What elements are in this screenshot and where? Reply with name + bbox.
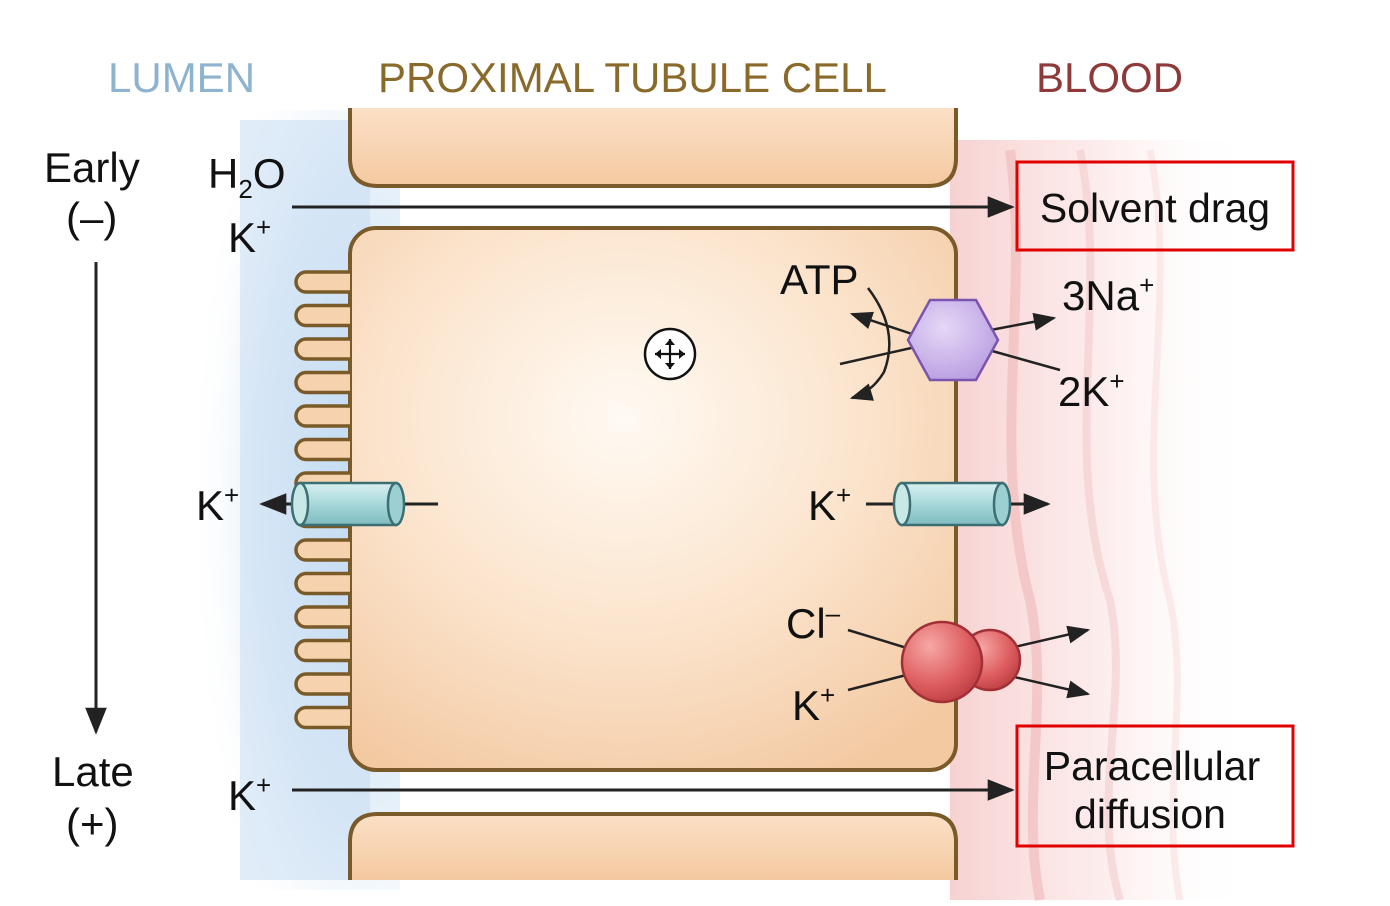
label-chloride: Cl–	[786, 598, 841, 647]
label-potassium-in: 2K+	[1058, 366, 1125, 415]
label-solvent-drag: Solvent drag	[1040, 185, 1270, 231]
header-lumen: LUMEN	[108, 54, 255, 101]
proximal-tubule-cell	[348, 226, 958, 772]
cotransporter-arrow-upper	[1009, 625, 1091, 650]
neighbor-cell-top	[348, 108, 958, 188]
header-proximal-tubule-cell: PROXIMAL TUBULE CELL	[378, 54, 887, 101]
solvent-drag-box	[1015, 160, 1295, 252]
label-sodium-out: 3Na+	[1062, 270, 1154, 319]
label-potassium-solvent-drag: K+	[228, 212, 271, 261]
na-k-atpase-pump	[906, 298, 1000, 382]
k-cl-cotransporter	[900, 620, 1022, 704]
atp-curve-arrow	[849, 287, 891, 401]
apical-potassium-channel	[290, 481, 406, 527]
label-potassium-basolateral-channel: K+	[808, 480, 851, 529]
label-water: H2O	[208, 150, 285, 204]
cotransporter-arrow-lower	[1009, 674, 1091, 699]
header-blood: BLOOD	[1036, 54, 1183, 101]
label-paracellular: Paracellular	[1044, 743, 1261, 789]
label-diffusion: diffusion	[1074, 791, 1226, 837]
neighbor-cell-bottom	[348, 812, 958, 880]
paracellular-diffusion-box	[1015, 724, 1295, 848]
label-late-sign: (+)	[66, 800, 119, 847]
move-icon[interactable]	[643, 327, 697, 381]
label-atp: ATP	[780, 256, 859, 303]
label-potassium-cotransport: K+	[792, 680, 835, 729]
pump-k-in-line-left	[839, 344, 921, 366]
label-early-sign: (–)	[66, 194, 117, 241]
label-early: Early	[44, 144, 140, 191]
label-potassium-paracellular: K+	[228, 770, 271, 819]
basolateral-potassium-channel	[892, 481, 1012, 527]
label-late: Late	[52, 748, 134, 795]
label-potassium-apical-channel: K+	[196, 480, 239, 529]
